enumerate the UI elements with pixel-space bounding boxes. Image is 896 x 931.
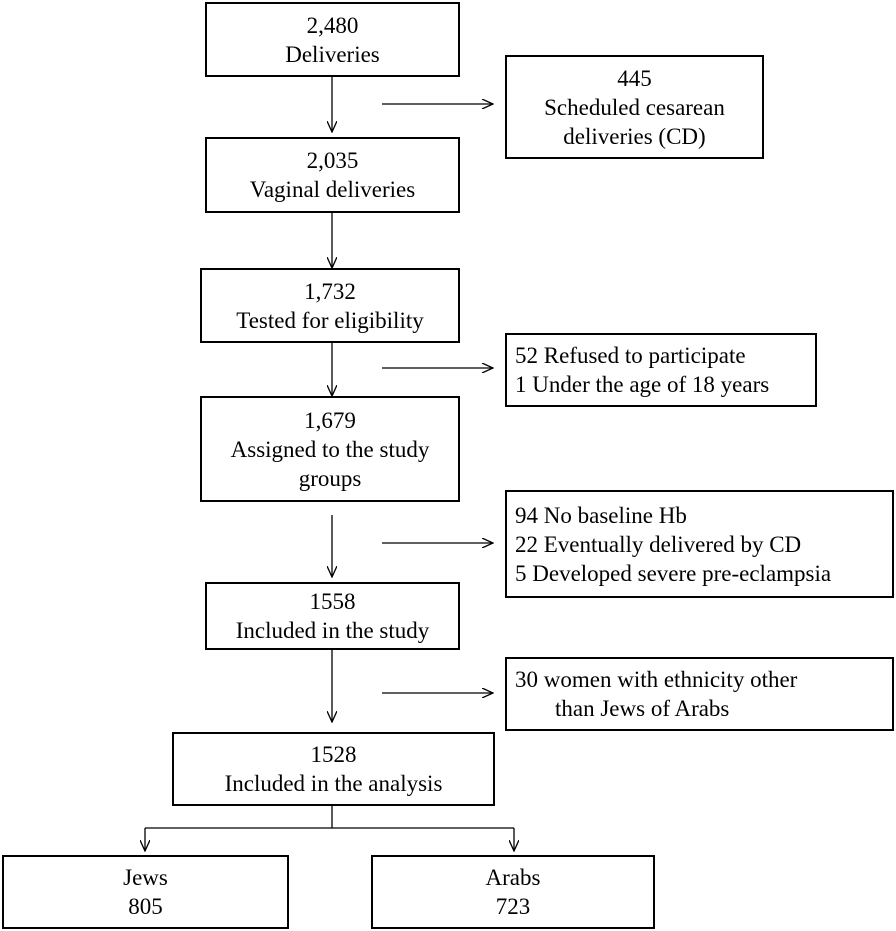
tested-eligibility-box: 1,732 Tested for eligibility	[200, 268, 460, 343]
assignment-preeclampsia: 5 Developed severe pre-eclampsia	[515, 560, 832, 586]
cesarean-exclusion-box: 445 Scheduled cesarean deliveries (CD)	[505, 55, 764, 159]
ethnicity-line2: than Jews of Arabs	[555, 696, 730, 721]
deliveries-count: 2,480	[306, 12, 359, 38]
ethnicity-exclusion-box: 30 women with ethnicity other than Jews …	[505, 657, 894, 731]
assigned-groups-box: 1,679 Assigned to the study groups	[200, 396, 460, 502]
assignment-no-baseline: 94 No baseline Hb	[515, 502, 687, 528]
arabs-count: 723	[495, 894, 531, 919]
cesarean-line2: deliveries (CD)	[563, 123, 706, 149]
deliveries-label: Deliveries	[285, 41, 380, 67]
vaginal-deliveries-box: 2,035 Vaginal deliveries	[205, 137, 460, 213]
tested-label: Tested for eligibility	[236, 307, 424, 333]
tested-count: 1,732	[304, 278, 356, 304]
eligibility-exclusion-box: 52 Refused to participate 1 Under the ag…	[505, 333, 817, 407]
vaginal-label: Vaginal deliveries	[249, 177, 416, 202]
eligibility-refused: 52 Refused to participate	[515, 343, 746, 368]
arabs-label: Arabs	[485, 865, 541, 890]
arabs-box: Arabs 723	[371, 855, 655, 929]
included-analysis-box: 1528 Included in the analysis	[172, 732, 495, 806]
included-analysis-label: Included in the analysis	[224, 771, 443, 796]
assigned-label-line2: groups	[298, 465, 362, 491]
jews-box: Jews 805	[2, 855, 289, 929]
jews-count: 805	[128, 894, 163, 919]
assignment-exclusion-box: 94 No baseline Hb 22 Eventually delivere…	[505, 490, 894, 598]
jews-label: Jews	[123, 865, 168, 890]
assigned-label-line1: Assigned to the study	[230, 436, 430, 462]
eligibility-underage: 1 Under the age of 18 years	[515, 372, 770, 397]
assigned-count: 1,679	[304, 407, 356, 433]
cesarean-count: 445	[617, 65, 652, 91]
deliveries-box: 2,480 Deliveries	[205, 2, 460, 77]
included-study-box: 1558 Included in the study	[205, 582, 460, 650]
assignment-delivered-cd: 22 Eventually delivered by CD	[515, 531, 802, 557]
included-analysis-count: 1528	[310, 742, 357, 767]
vaginal-count: 2,035	[306, 148, 359, 173]
ethnicity-line1: 30 women with ethnicity other	[515, 667, 798, 692]
cesarean-line1: Scheduled cesarean	[544, 94, 725, 120]
included-study-count: 1558	[309, 589, 356, 614]
included-study-label: Included in the study	[235, 618, 430, 643]
